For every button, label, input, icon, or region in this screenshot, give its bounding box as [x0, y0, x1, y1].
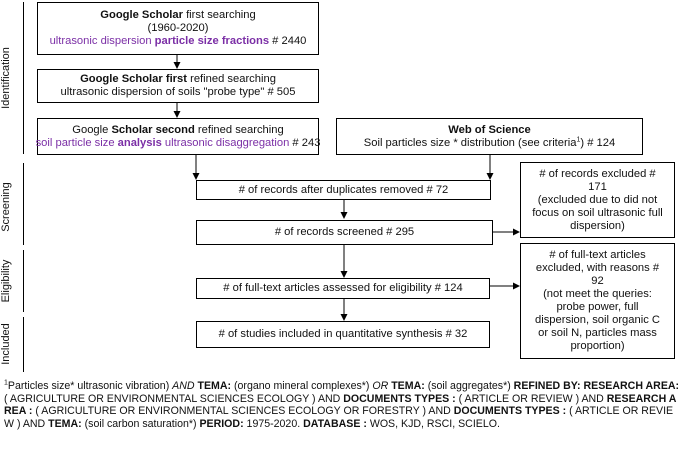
box-records-screened: # of records screened # 295 — [196, 220, 493, 245]
phase-separator — [23, 317, 24, 372]
excluded-fulltext-line: proportion) — [570, 340, 625, 352]
excluded-fulltext-line: or soil N, particles mass — [538, 327, 657, 339]
footnote-t5: (organo mineral complexes*) — [231, 380, 373, 392]
gs-second-title-bold: Scholar second — [111, 123, 195, 136]
wos-title: Web of Science — [448, 123, 531, 136]
footnote-t19: (soil carbon saturation*) — [81, 417, 200, 430]
box-google-scholar-second-refined: Google Scholar second refined searching … — [35, 118, 321, 155]
footnote-t20: PERIOD: — [199, 417, 244, 430]
footnote-t1: Particles size* ultrasonic vibration) — [7, 380, 173, 392]
footnote-t22: DATABASE : — [303, 417, 367, 430]
box-web-of-science: Web of Science Soil particles size * dis… — [336, 118, 643, 155]
gs-refined-query: ultrasonic dispersion of soils "probe ty… — [60, 86, 296, 98]
box-google-scholar-first-refined: Google Scholar first refined searching u… — [37, 69, 319, 103]
box-google-scholar-first-searching: Google Scholar first searching (1960-202… — [37, 2, 319, 55]
box-duplicates-removed: # of records after duplicates removed # … — [196, 180, 491, 200]
footnote-marker: 1 — [4, 379, 8, 387]
footnote-t23: WOS, KJD, RSCI, SCIELO. — [366, 417, 500, 430]
wos-query-a: Soil particles size * distribution (see … — [363, 136, 577, 149]
gs-first-query-b: particle size fractions — [154, 35, 270, 47]
excluded-fulltext-line: probe power, full — [556, 301, 639, 313]
box-records-excluded: # of records excluded #171(excluded due … — [520, 162, 675, 238]
box-studies-included: # of studies included in quantitative sy… — [196, 321, 490, 348]
gs-second-count: # 243 — [289, 136, 321, 149]
footnote-t16: DOCUMENTS TYPES : — [453, 405, 567, 418]
footnote-t9: (soil aggregates*) — [424, 380, 514, 392]
phase-label-included: Included — [0, 323, 12, 365]
phase-label-screening: Screening — [0, 182, 12, 232]
footnote-t4: TEMA: — [197, 380, 232, 392]
excluded-fulltext-line: excluded, with reasons # — [535, 262, 660, 274]
gs-second-title-rest: refined searching — [194, 123, 284, 136]
footnote-t2: AND — [172, 380, 195, 392]
excluded-records-line: dispersion) — [570, 219, 625, 232]
footnote-t12: DOCUMENTS TYPES : — [343, 392, 456, 405]
gs-first-title-rest: first searching — [182, 9, 256, 21]
gs-first-count: # 2440 — [269, 35, 307, 47]
phase-label-eligibility: Eligibility — [0, 259, 12, 303]
excluded-fulltext-line: (not meet the queries: — [543, 288, 652, 300]
phase-separator — [23, 2, 24, 154]
footnote-t15: ( AGRICULTURE OR ENVIRONMENTAL SCIENCES … — [32, 405, 454, 418]
gs-first-years: (1960-2020) — [147, 22, 209, 34]
phase-separator — [23, 250, 24, 312]
wos-footnote-marker: 1 — [576, 135, 581, 143]
excluded-records-line: 171 — [588, 180, 607, 193]
footnote-t18: TEMA: — [48, 417, 82, 430]
footnote-t6: OR — [372, 380, 389, 392]
box-fulltext-assessed: # of full-text articles assessed for eli… — [196, 278, 490, 299]
phase-label-identification: Identification — [0, 47, 12, 109]
footnote-t11: ( AGRICULTURE OR ENVIRONMENTAL SCIENCES … — [4, 392, 344, 405]
footnote-t10: REFINED BY: RESEARCH AREA: — [513, 380, 680, 392]
excluded-records-line: # of records excluded # — [539, 167, 656, 180]
footnote-t21: 1975-2020. — [243, 417, 304, 430]
gs-first-query-a: ultrasonic dispersion — [49, 35, 155, 47]
wos-query-b: ) # 124 — [580, 136, 616, 149]
gs-second-query-b: analysis — [117, 136, 162, 149]
excluded-fulltext-line: # of full-text articles — [549, 249, 646, 261]
gs-refined-title-rest: refined searching — [186, 73, 276, 85]
footnote-t17: ( ARTICLE OR REVIEW ) AND — [4, 405, 674, 430]
gs-refined-title-bold: Google Scholar first — [80, 73, 187, 85]
excluded-fulltext-line: 92 — [591, 275, 604, 287]
footnote-t8: TEMA: — [391, 380, 425, 392]
search-criteria-footnote: 1Particles size* ultrasonic vibration) A… — [4, 379, 680, 430]
phase-separator — [23, 163, 24, 245]
gs-second-query-c: ultrasonic disaggregation — [161, 136, 290, 149]
gs-first-title-bold: Google Scholar — [100, 9, 183, 21]
excluded-fulltext-line: dispersion, soil organic C — [535, 314, 660, 326]
gs-second-query-a: soil particle size — [35, 136, 118, 149]
footnote-t13: ( ARTICLE OR REVIEW ) AND — [455, 392, 607, 405]
excluded-records-line: (excluded due to did not — [537, 193, 658, 206]
gs-second-title-a: Google — [72, 123, 112, 136]
footnote-t14: RESEARCH AREA : — [4, 392, 677, 418]
excluded-records-line: focus on soil ultrasonic full — [532, 206, 663, 219]
